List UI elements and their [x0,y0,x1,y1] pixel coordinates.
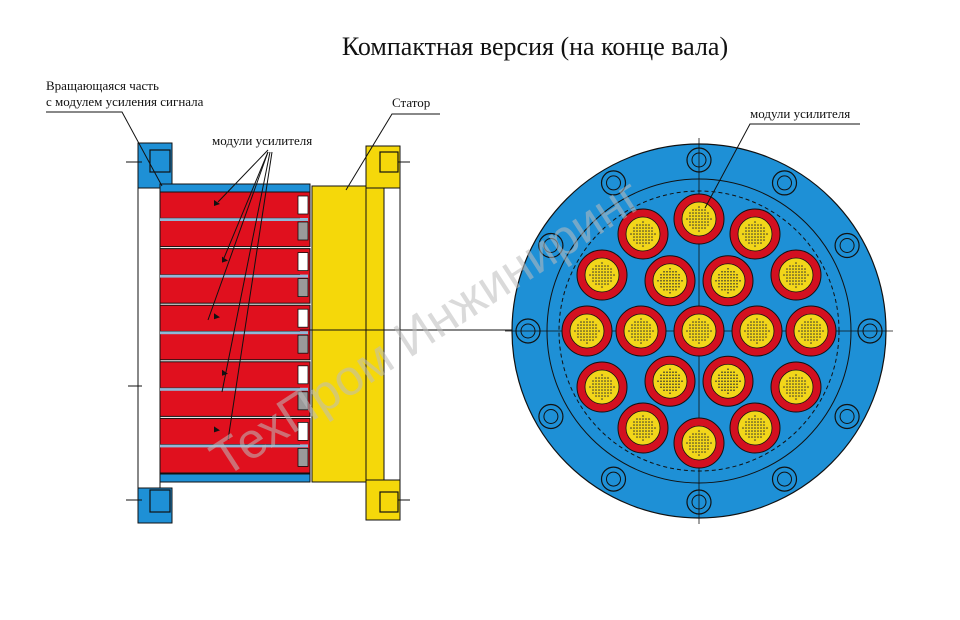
side-modules-group [159,191,323,474]
side-view [126,142,520,524]
end-module [770,249,822,301]
end-module [576,249,628,301]
leaders-amplifier-left [207,149,273,441]
leader-stator [345,113,440,191]
end-view [505,138,893,524]
end-bolt [600,466,627,492]
end-module [770,361,822,413]
label-amplifier-modules-right: модули усилителя [750,106,850,121]
end-bolt [538,232,564,259]
end-bolt [538,403,564,430]
end-module [673,417,725,469]
rotor-housing-bottom [159,473,311,483]
end-bolt [834,232,860,259]
end-module [673,305,725,357]
end-module [673,193,725,245]
end-module [731,305,783,357]
end-modules-group [561,193,837,469]
end-bolt [600,170,627,196]
end-bolt [771,170,798,196]
end-module [785,305,837,357]
end-module [702,255,754,307]
end-module [576,361,628,413]
end-module [617,208,669,260]
stator-bolt-top [379,151,399,173]
rotor-bolt-top [149,149,171,173]
end-module [617,402,669,454]
side-module [159,248,323,304]
end-module [729,402,781,454]
side-module [159,191,323,248]
leader-rotating-part [46,111,163,187]
end-module [615,305,667,357]
stator-body [311,185,367,483]
end-bolt [834,403,860,430]
end-bolt [771,466,798,492]
rotor-inner-body [137,187,161,489]
end-module [644,355,696,407]
side-module [159,417,323,474]
label-amplifier-modules-left: модули усилителя [212,133,312,148]
stator-bolt-bottom [379,491,399,513]
end-module [702,355,754,407]
label-rotating-part-1: Вращающаяся часть [46,78,159,93]
end-module [644,255,696,307]
rotor-bolt-bottom [149,489,171,513]
rotor-housing-top [159,183,311,193]
leader-amplifier-right [704,123,860,209]
label-stator: Статор [392,95,430,110]
end-module [729,208,781,260]
label-rotating-part-2: с модулем усиления сигнала [46,94,204,109]
end-module [561,305,613,357]
diagram-title: Компактная версия (на конце вала) [342,32,728,61]
